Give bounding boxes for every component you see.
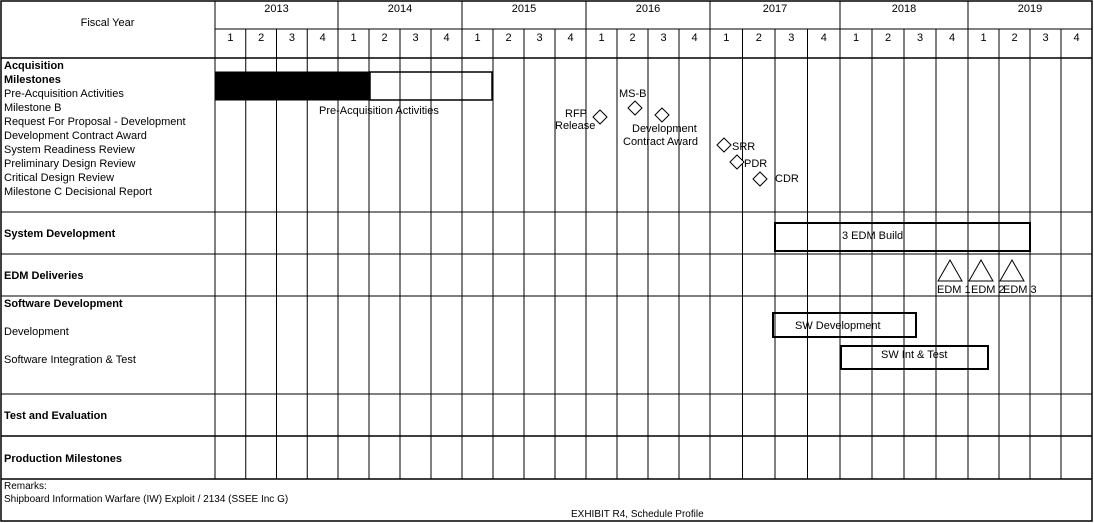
cdr-label: CDR — [775, 173, 799, 185]
quarter-label: 4 — [691, 32, 698, 44]
year-label-2015: 2015 — [511, 3, 537, 15]
quarter-label: 1 — [980, 32, 987, 44]
dev-award-label-line2: Contract Award — [623, 136, 699, 148]
exhibit-footer: EXHIBIT R4, Schedule Profile — [571, 509, 704, 520]
edm2-delivery-marker — [968, 258, 994, 282]
quarter-label: 4 — [820, 32, 827, 44]
quarter-label: 1 — [474, 32, 481, 44]
quarter-label: 2 — [1011, 32, 1018, 44]
quarter-label: 2 — [258, 32, 265, 44]
pre-acquisition-bar-label: Pre-Acquisition Activities — [319, 105, 439, 117]
milestone-item-srr: System Readiness Review — [4, 144, 135, 156]
quarter-label: 4 — [443, 32, 450, 44]
srr-milestone — [716, 137, 732, 153]
quarter-label: 3 — [536, 32, 543, 44]
ms-b-label: MS-B — [619, 88, 647, 100]
quarter-label: 2 — [755, 32, 762, 44]
year-label-2016: 2016 — [635, 3, 661, 15]
quarter-label: 1 — [723, 32, 730, 44]
quarter-label: 3 — [288, 32, 295, 44]
software-development-heading: Software Development — [4, 298, 123, 310]
system-development-heading: System Development — [4, 228, 116, 240]
remarks-label: Remarks: — [4, 481, 47, 492]
sw-development-bar-label: SW Development — [795, 320, 881, 332]
quarter-label: 3 — [1042, 32, 1049, 44]
sw-item-integration-test: Software Integration & Test — [4, 354, 136, 366]
milestone-item-rfp: Request For Proposal - Development — [4, 116, 186, 128]
quarter-label: 4 — [567, 32, 574, 44]
cdr-milestone — [752, 171, 768, 187]
edm-deliveries-heading: EDM Deliveries — [4, 270, 84, 282]
milestone-item-ms-c: Milestone C Decisional Report — [4, 186, 152, 198]
quarter-label: 3 — [660, 32, 667, 44]
fiscal-year-label: Fiscal Year — [80, 17, 135, 29]
sw-int-test-bar-label: SW Int & Test — [881, 349, 948, 361]
quarter-label: 1 — [852, 32, 860, 44]
year-label-2018: 2018 — [891, 3, 917, 15]
sw-item-development: Development — [4, 326, 69, 338]
year-label-2019: 2019 — [1017, 3, 1043, 15]
edm2-label: EDM 2 — [971, 284, 1005, 296]
milestone-item-pre-acquisition: Pre-Acquisition Activities — [4, 88, 124, 100]
quarter-label: 2 — [505, 32, 512, 44]
test-evaluation-heading: Test and Evaluation — [4, 410, 108, 422]
rfp-label-line2: Release — [555, 120, 596, 132]
srr-label: SRR — [732, 141, 756, 153]
pre-acquisition-bar-filled — [214, 71, 371, 101]
quarter-label: 4 — [1073, 32, 1080, 44]
year-label-2017: 2017 — [762, 3, 788, 15]
quarter-label: 4 — [948, 32, 956, 44]
quarter-label: 3 — [788, 32, 795, 44]
edm3-delivery-marker — [999, 258, 1025, 282]
milestone-item-cdr: Critical Design Review — [4, 172, 115, 184]
quarter-label: 2 — [381, 32, 388, 44]
quarter-label: 1 — [350, 32, 357, 44]
edm-build-bar — [774, 222, 1031, 252]
quarter-label: 2 — [884, 32, 892, 44]
quarter-label: 3 — [412, 32, 419, 44]
rfp-label-line1: RFP — [565, 108, 587, 120]
quarter-label: 3 — [916, 32, 924, 44]
edm3-label: EDM 3 — [1003, 284, 1037, 296]
milestones-heading: Milestones — [4, 74, 61, 86]
pdr-label: PDR — [744, 158, 768, 170]
edm-build-bar-label: 3 EDM Build — [842, 230, 904, 242]
milestone-item-contract-award: Development Contract Award — [4, 130, 147, 142]
production-milestones-heading: Production Milestones — [4, 453, 122, 465]
edm1-delivery-marker — [937, 258, 963, 282]
remarks-text: Shipboard Information Warfare (IW) Explo… — [4, 494, 289, 505]
edm1-label: EDM 1 — [937, 284, 971, 296]
ms-b-milestone — [627, 100, 643, 116]
quarter-label: 1 — [598, 32, 605, 44]
sw-development-bar — [772, 312, 917, 338]
quarter-label: 4 — [319, 32, 326, 44]
dev-award-label-line1: Development — [632, 123, 697, 135]
milestone-item-milestone-b: Milestone B — [4, 102, 62, 114]
rfp-release-milestone — [592, 109, 608, 125]
quarter-label: 1 — [227, 32, 234, 44]
development-contract-award-milestone — [654, 107, 670, 123]
year-label-2014: 2014 — [387, 3, 413, 15]
milestone-item-pdr: Preliminary Design Review — [4, 158, 136, 170]
acquisition-heading: Acquisition — [4, 60, 64, 72]
pdr-milestone — [729, 154, 745, 170]
pre-acquisition-bar-planned — [369, 71, 493, 101]
sw-int-test-bar — [840, 345, 989, 370]
quarter-label: 2 — [629, 32, 636, 44]
year-label-2013: 2013 — [264, 3, 289, 15]
